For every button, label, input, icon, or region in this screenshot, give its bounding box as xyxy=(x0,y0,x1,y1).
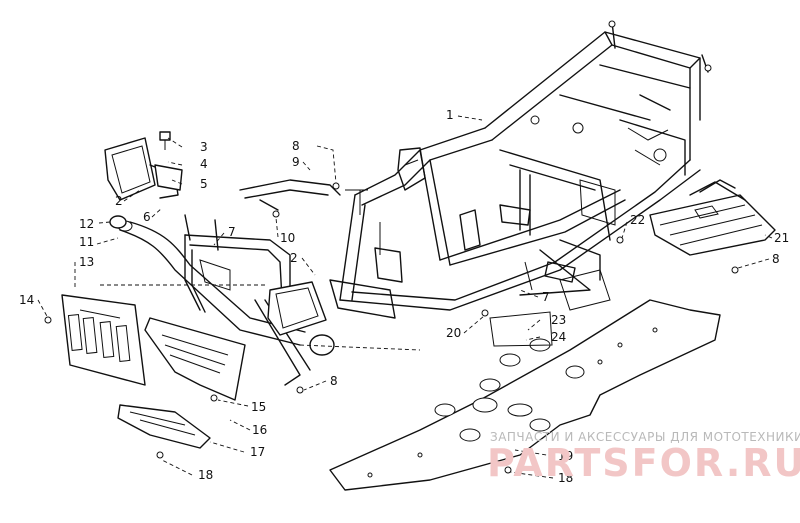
callout-7: 7 xyxy=(542,290,550,304)
skid-bracket xyxy=(117,404,211,449)
rear-handle xyxy=(239,179,341,211)
skid-plate xyxy=(329,299,721,491)
callout-24: 24 xyxy=(551,330,566,344)
callout-14: 14 xyxy=(19,293,34,307)
callout-8: 8 xyxy=(292,139,300,153)
lower-guard xyxy=(144,317,246,401)
leader-lines xyxy=(37,115,773,479)
callout-13: 13 xyxy=(79,255,94,269)
callout-9: 9 xyxy=(292,155,300,169)
callout-4: 4 xyxy=(200,157,208,171)
callout-2: 2 xyxy=(290,251,298,265)
headlight-right xyxy=(267,281,327,336)
callout-8: 8 xyxy=(772,252,780,266)
watermark: ЗАПЧАСТИ И АКСЕССУАРЫ ДЛЯ МОТОТЕХНИКИ PA… xyxy=(487,430,800,485)
callout-20: 20 xyxy=(446,326,461,340)
callout-8: 8 xyxy=(330,374,338,388)
callout-12: 12 xyxy=(79,217,94,231)
callout-7: 7 xyxy=(228,225,236,239)
brush-guard-tube xyxy=(117,220,335,356)
callout-23: 23 xyxy=(551,313,566,327)
main-frame xyxy=(329,20,712,319)
callout-15: 15 xyxy=(251,400,266,414)
callout-3: 3 xyxy=(200,140,208,154)
tube-cap xyxy=(109,215,127,229)
callout-6: 6 xyxy=(143,210,151,224)
callout-1: 1 xyxy=(446,108,454,122)
callout-18: 18 xyxy=(558,471,573,485)
callout-22: 22 xyxy=(630,213,645,227)
callout-19: 19 xyxy=(558,449,573,463)
front-grille-panel xyxy=(61,294,146,386)
watermark-brand: PARTSFOR.RU xyxy=(487,441,800,485)
callout-11: 11 xyxy=(79,235,94,249)
callout-5: 5 xyxy=(200,177,208,191)
callouts: 1 2 2 3 4 5 6 7 7 8 8 8 9 10 11 12 13 14… xyxy=(19,108,789,485)
callout-16: 16 xyxy=(252,423,267,437)
callout-18: 18 xyxy=(198,468,213,482)
callout-2: 2 xyxy=(115,194,123,208)
hardware xyxy=(44,131,739,474)
callout-21: 21 xyxy=(774,231,789,245)
watermark-tagline: ЗАПЧАСТИ И АКСЕССУАРЫ ДЛЯ МОТОТЕХНИКИ xyxy=(490,430,800,444)
callout-10: 10 xyxy=(280,231,295,245)
footrest-right xyxy=(649,179,776,256)
footrest-left xyxy=(489,269,611,347)
callout-17: 17 xyxy=(250,445,265,459)
